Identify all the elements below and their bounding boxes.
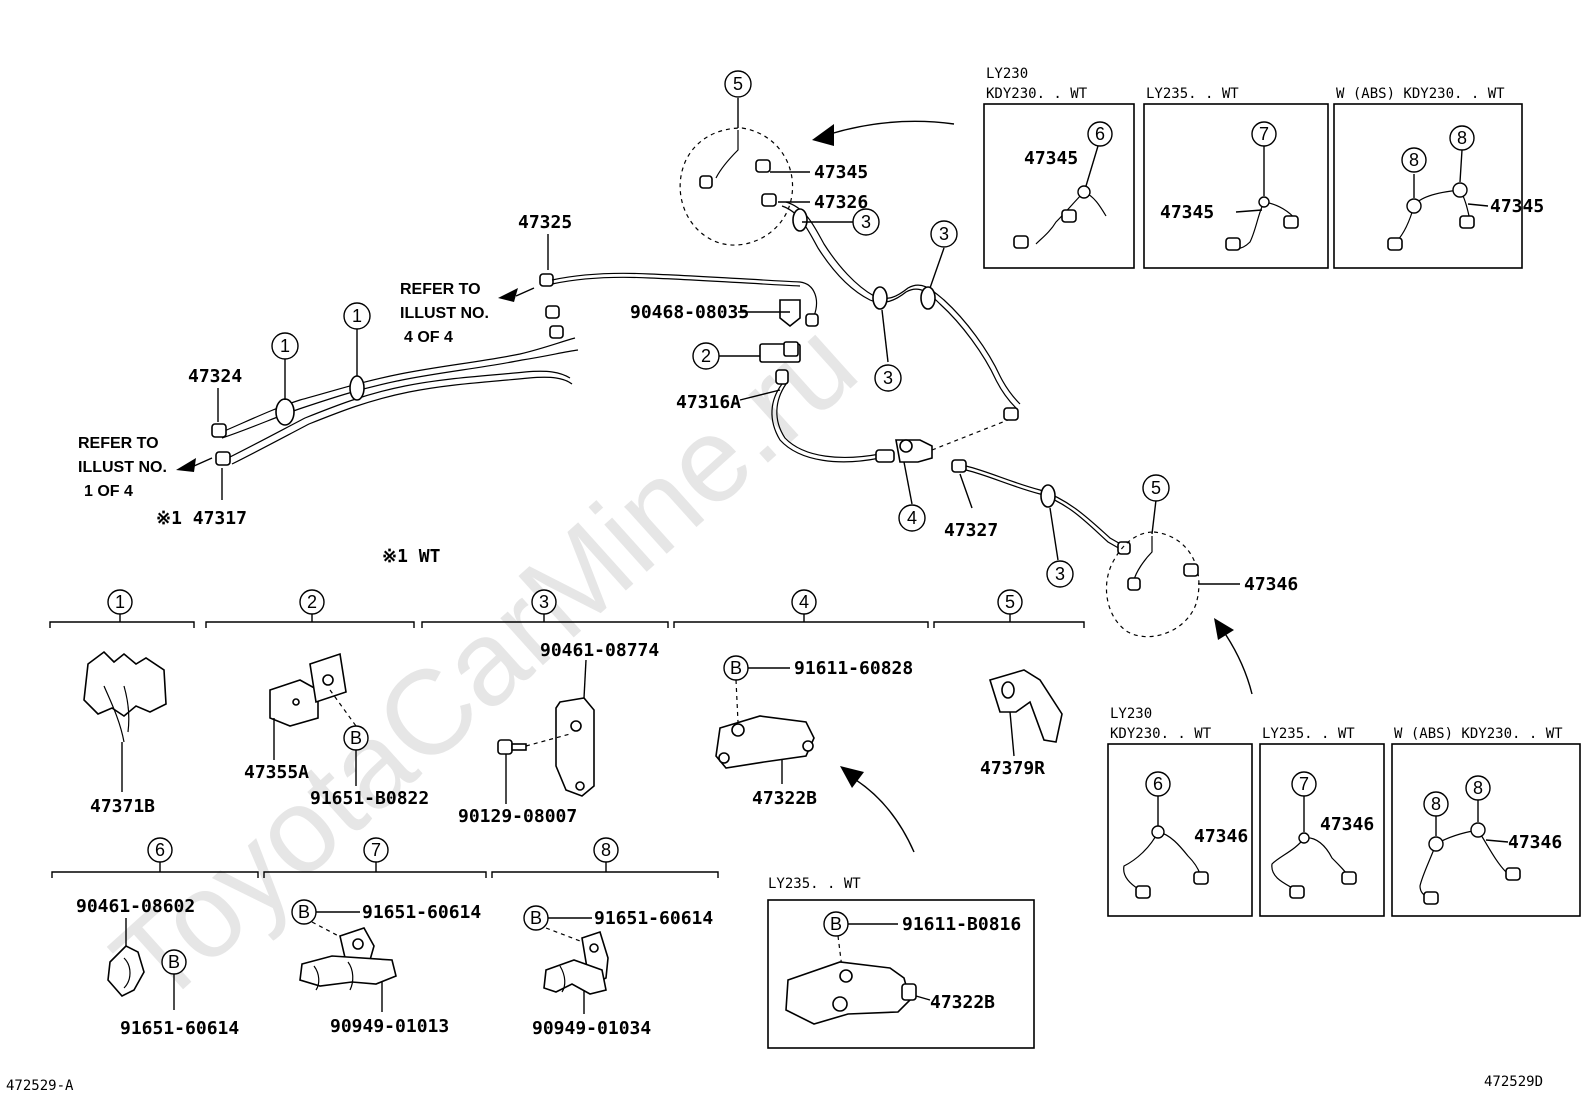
label-91651-B0822: 91651-B0822 (310, 788, 429, 809)
lower-wheel-sensor (1105, 531, 1200, 638)
label-47327: 47327 (944, 520, 998, 541)
upper-wheel-sensor (679, 127, 794, 246)
detail-callout-1: 1 (115, 592, 125, 612)
top-variant-1-title1: LY230 (986, 66, 1028, 82)
main-piping (211, 201, 1131, 555)
detail-7-b-callout: B (298, 902, 310, 922)
ly235-box-title: LY235. . WT (768, 876, 861, 892)
refer-4-line2: ILLUST NO. (400, 305, 489, 322)
label-90461-08602: 90461-08602 (76, 896, 195, 917)
bottom-variant-1-part: 47346 (1194, 826, 1248, 847)
label-90949-01034: 90949-01034 (532, 1018, 651, 1039)
ly235-detail-box: LY235. . WT B 91611-B0816 47322B (767, 876, 1035, 1049)
label-47317: ※1 47317 (156, 508, 247, 529)
callout-1-b: 1 (352, 306, 362, 326)
label-47346-main: 47346 (1244, 574, 1298, 595)
bottom-variant-3-callout-a: 8 (1431, 794, 1441, 814)
bottom-variant-1-callout: 6 (1153, 774, 1163, 794)
bottom-variant-3-callout-b: 8 (1473, 778, 1483, 798)
label-47325: 47325 (518, 212, 572, 233)
note-wt: ※1 WT (382, 546, 441, 567)
callout-3-b: 3 (939, 224, 949, 244)
label-47316A: 47316A (676, 392, 741, 413)
callout-5-upper: 5 (733, 74, 743, 94)
refer-1-line3: 1 OF 4 (84, 483, 133, 500)
label-90949-01013: 90949-01013 (330, 1016, 449, 1037)
detail-4-b-callout: B (730, 658, 742, 678)
callout-2: 2 (701, 346, 711, 366)
bottom-variant-2-part: 47346 (1320, 814, 1374, 835)
footer-left-code: 472529-A (6, 1078, 74, 1094)
detail-6-b-callout: B (168, 952, 180, 972)
label-47322B-detail: 47322B (752, 788, 817, 809)
detail-2-b-callout: B (350, 728, 362, 748)
main-callouts: 5 3 3 3 3 1 1 2 4 5 (271, 70, 1170, 588)
bottom-variant-2-title: LY235. . WT (1262, 726, 1355, 742)
bottom-variant-2-callout: 7 (1299, 774, 1309, 794)
top-variant-3-callout-a: 8 (1409, 150, 1419, 170)
label-91651-60614-d8: 91651-60614 (594, 908, 713, 929)
callout-3-c: 3 (883, 368, 893, 388)
label-47355A: 47355A (244, 762, 309, 783)
top-variant-3-part: 47345 (1490, 196, 1544, 217)
label-91651-60614-d7: 91651-60614 (362, 902, 481, 923)
label-91611-B0816: 91611-B0816 (902, 914, 1021, 935)
callout-5-lower: 5 (1151, 478, 1161, 498)
label-90461-08774: 90461-08774 (540, 640, 659, 661)
bottom-variant-1-title2: KDY230. . WT (1110, 726, 1212, 742)
top-variant-3-callout-b: 8 (1457, 128, 1467, 148)
bottom-variant-1-title1: LY230 (1110, 706, 1152, 722)
label-90129-08007: 90129-08007 (458, 806, 577, 827)
top-variant-1-callout: 6 (1095, 124, 1105, 144)
detail-8-b-callout: B (530, 908, 542, 928)
main-leader-lines (217, 98, 1240, 585)
callout-3-d: 3 (1055, 564, 1065, 584)
label-47322B-ly235: 47322B (930, 992, 995, 1013)
detail-row-1: 1 2 3 4 5 47371B 47355A B 91651-B0822 90… (49, 589, 1085, 827)
label-47326: 47326 (814, 192, 868, 213)
label-47324: 47324 (188, 366, 242, 387)
detail-callout-7: 7 (371, 840, 381, 860)
refer-1-line2: ILLUST NO. (78, 459, 167, 476)
detail-callout-8: 8 (601, 840, 611, 860)
watermark: ToyotaCarMine.ru (88, 296, 881, 1029)
top-variant-boxes: LY230 KDY230. . WT LY235. . WT W (ABS) K… (983, 66, 1544, 269)
label-90468-08035: 90468-08035 (630, 302, 749, 323)
detail-row-2: 6 7 8 90461-08602 B 91651-60614 B 91651-… (51, 837, 719, 1039)
bottom-variant-3-part: 47346 (1508, 832, 1562, 853)
detail-callout-3: 3 (539, 592, 549, 612)
detail-callout-2: 2 (307, 592, 317, 612)
bottom-variant-3-title: W (ABS) KDY230. . WT (1394, 726, 1563, 742)
top-variant-3-title: W (ABS) KDY230. . WT (1336, 86, 1505, 102)
label-47345-main: 47345 (814, 162, 868, 183)
label-91611-60828: 91611-60828 (794, 658, 913, 679)
detail-callout-5: 5 (1005, 592, 1015, 612)
ly235-b-callout: B (830, 914, 842, 934)
top-variant-1-part: 47345 (1024, 148, 1078, 169)
label-47371B: 47371B (90, 796, 155, 817)
callout-4: 4 (907, 508, 917, 528)
bottom-variant-boxes: LY230 KDY230. . WT LY235. . WT W (ABS) K… (1107, 706, 1581, 917)
footer-right-code: 472529D (1484, 1074, 1543, 1090)
label-91651-60614-d6: 91651-60614 (120, 1018, 239, 1039)
label-47379R: 47379R (980, 758, 1045, 779)
top-variant-2-callout: 7 (1259, 124, 1269, 144)
main-labels: 47325 47324 ※1 47317 90468-08035 47316A … (78, 162, 1298, 595)
detail-callout-4: 4 (799, 592, 809, 612)
refer-4-line3: 4 OF 4 (404, 329, 453, 346)
top-variant-2-part: 47345 (1160, 202, 1214, 223)
top-variant-1-title2: KDY230. . WT (986, 86, 1088, 102)
top-variant-2-title: LY235. . WT (1146, 86, 1239, 102)
refer-1-line1: REFER TO (78, 435, 159, 452)
refer-4-line1: REFER TO (400, 281, 481, 298)
callout-1-a: 1 (280, 336, 290, 356)
callout-3-a: 3 (861, 212, 871, 232)
detail-callout-6: 6 (155, 840, 165, 860)
